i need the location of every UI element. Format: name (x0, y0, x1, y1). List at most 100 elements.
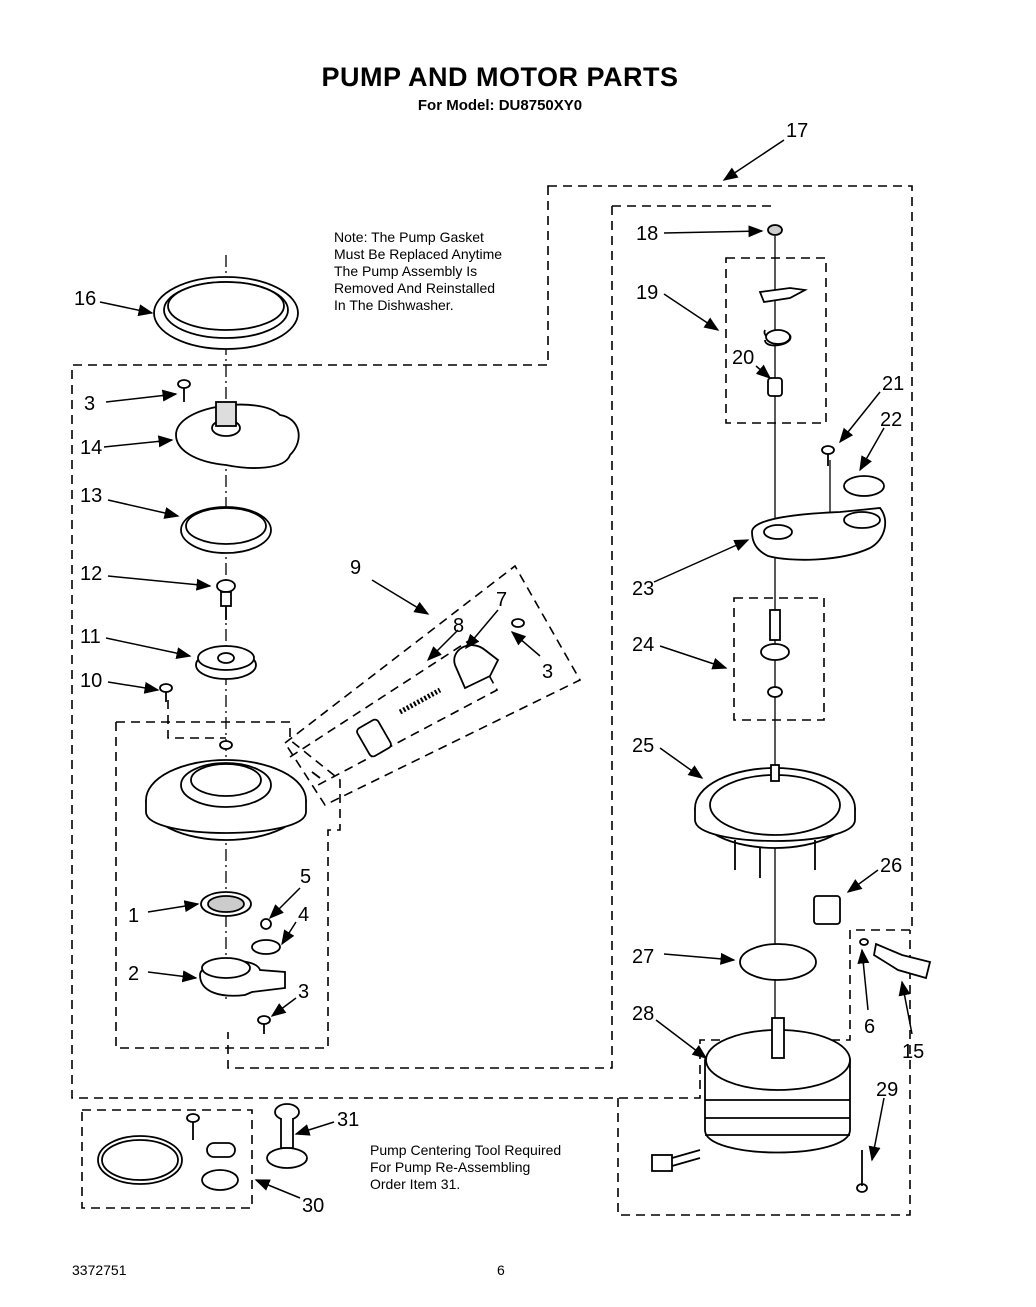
arrow-30 (254, 1179, 301, 1199)
motor-mount-part (694, 764, 856, 878)
callout-12: 12 (80, 563, 102, 585)
callout-17: 17 (786, 120, 808, 142)
arrow-26 (846, 869, 879, 893)
screw-part (177, 379, 191, 402)
small-bolt-part (219, 740, 233, 750)
impeller-part (195, 645, 257, 680)
lower-housing-part (199, 957, 286, 997)
sensor-kit-part (311, 618, 525, 779)
soil-sensor-kit-boundary (283, 564, 582, 807)
pump-body-part (145, 759, 307, 841)
arrow-1 (147, 900, 200, 913)
callout-18: 18 (636, 223, 658, 245)
screw-29-part (856, 1150, 868, 1193)
arrow-15 (898, 980, 913, 1035)
callout-5: 5 (300, 866, 311, 888)
callout-27: 27 (632, 946, 654, 968)
callout-6: 6 (864, 1016, 875, 1038)
callout-3c: 3 (298, 981, 309, 1003)
callout-21: 21 (882, 373, 904, 395)
arrow-7 (465, 609, 499, 650)
arrow-27 (663, 952, 736, 965)
callout-22: 22 (880, 409, 902, 431)
screw-lower-part (257, 1015, 271, 1034)
callout-3a: 3 (84, 393, 95, 415)
callout-28: 28 (632, 1003, 654, 1025)
arrow-10 (107, 681, 160, 694)
arrow-22 (859, 427, 885, 472)
o-ring-part (251, 939, 281, 955)
bushing-20-part (767, 377, 783, 397)
screw-10-part (159, 683, 173, 702)
arrow-28 (655, 1019, 708, 1059)
motor-part (651, 1017, 851, 1172)
callout-19: 19 (636, 282, 658, 304)
arrow-6 (857, 948, 870, 1011)
spring-clip-part (758, 287, 808, 347)
left-assembly-boundary (71, 185, 913, 1099)
arrow-20 (755, 364, 772, 379)
callout-15: 15 (902, 1041, 924, 1063)
callout-29: 29 (876, 1079, 898, 1101)
callout-16: 16 (74, 288, 96, 310)
callout-20: 20 (732, 347, 754, 369)
centering-tool-part (266, 1103, 308, 1169)
callout-26: 26 (880, 855, 902, 877)
screw-21-part (821, 445, 835, 466)
callout-4: 4 (298, 904, 309, 926)
seal-ring-part (180, 506, 272, 554)
arrow-29 (868, 1097, 885, 1162)
clip-26-part (813, 895, 841, 925)
page-title: PUMP AND MOTOR PARTS (321, 62, 679, 92)
arrow-19 (663, 293, 720, 331)
arrow-18 (663, 225, 764, 238)
arrow-2 (147, 970, 198, 983)
arrow-9 (371, 579, 430, 615)
arrow-5 (268, 887, 301, 920)
slinger-27-part (739, 943, 817, 981)
callout-25: 25 (632, 735, 654, 757)
arrow-3a (105, 389, 178, 403)
callout-2: 2 (128, 963, 139, 985)
callout-31: 31 (337, 1109, 359, 1131)
arrow-31 (294, 1121, 335, 1136)
gasket-kit-part (97, 1113, 239, 1191)
callout-24: 24 (632, 634, 654, 656)
kit-30-boundary (81, 1109, 253, 1209)
callout-7: 7 (496, 589, 507, 611)
arrow-24 (659, 645, 728, 670)
arrow-11 (105, 637, 192, 660)
pump-gasket-part (153, 276, 299, 350)
arrow-13 (107, 499, 180, 519)
arrow-3c (270, 997, 297, 1017)
right-assembly-boundary (227, 205, 775, 1069)
callout-23: 23 (632, 578, 654, 600)
arrow-25 (659, 747, 704, 779)
arrow-23 (653, 539, 750, 583)
arrow-8 (426, 629, 459, 662)
gasket-22-part (843, 475, 885, 497)
motor-assembly-boundary (617, 930, 911, 1216)
callout-1: 1 (128, 905, 139, 927)
callout-11: 11 (80, 626, 101, 648)
callout-3b: 3 (542, 661, 553, 683)
callout-30: 30 (302, 1195, 324, 1217)
impeller-bolt-part (216, 579, 236, 620)
document-number: 3372751 (72, 1262, 127, 1278)
arrow-12 (107, 575, 212, 591)
switch-15-part (859, 938, 932, 980)
pump-cover-part (175, 401, 300, 469)
arrow-14 (103, 435, 174, 448)
feed-line-10 (167, 700, 226, 739)
arrow-21 (839, 391, 881, 444)
callout-9: 9 (350, 557, 361, 579)
model-subtitle: For Model: DU8750XY0 (417, 97, 583, 114)
callout-10: 10 (80, 670, 102, 692)
callout-8: 8 (453, 615, 464, 637)
washer-18-part (767, 224, 783, 236)
kit-19-boundary (725, 257, 827, 424)
coupling-part (760, 609, 790, 698)
page-number: 6 (497, 1262, 505, 1278)
centering-tool-note: Pump Centering Tool Required For Pump Re… (370, 1142, 562, 1192)
